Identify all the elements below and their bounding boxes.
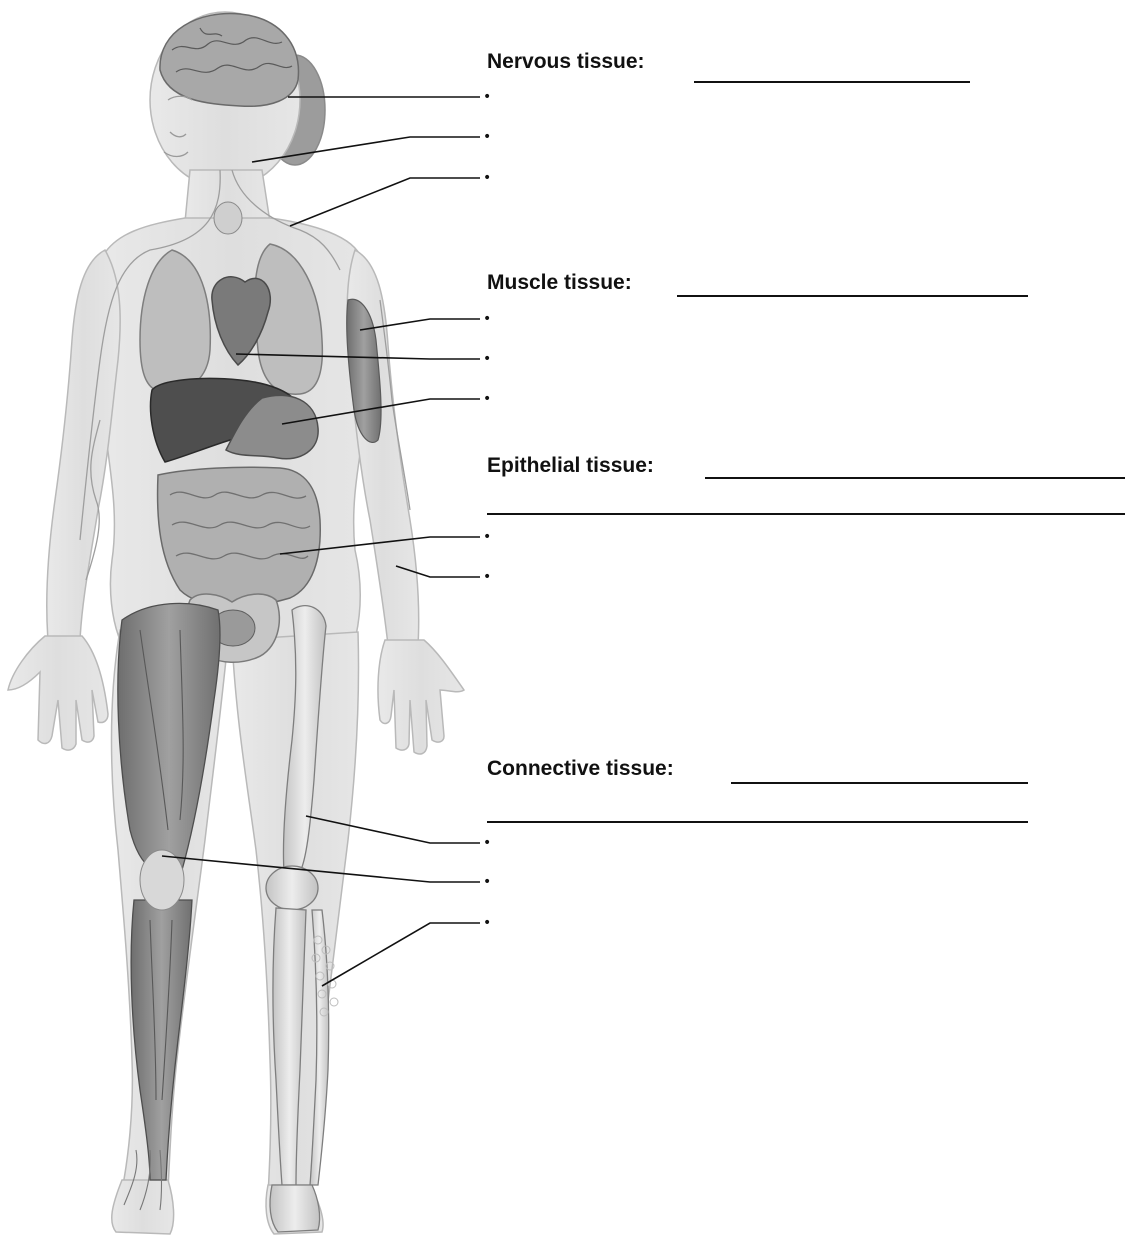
intestines — [158, 467, 321, 606]
nervous-bullet-2: • — [483, 130, 491, 144]
thyroid — [214, 202, 242, 234]
epithelial-tissue-answer-line-1[interactable] — [705, 477, 1125, 479]
muscle-bullet-3: • — [483, 392, 491, 406]
muscle-bullet-2: • — [483, 352, 491, 366]
connective-tissue-answer-line-1[interactable] — [731, 782, 1028, 784]
connective-bullet-1: • — [483, 836, 491, 850]
connective-tissue-heading: Connective tissue: — [487, 757, 674, 781]
connective-tissue-answer-line-2[interactable] — [487, 821, 1028, 823]
brain — [160, 13, 299, 106]
leader-line-nervous-3 — [290, 178, 480, 226]
nervous-tissue-answer-line[interactable] — [694, 81, 970, 83]
epithelial-bullet-1: • — [483, 530, 491, 544]
muscle-tissue-answer-line[interactable] — [677, 295, 1028, 297]
muscle-bullet-1: • — [483, 312, 491, 326]
connective-bullet-2: • — [483, 875, 491, 889]
nervous-bullet-1: • — [483, 90, 491, 104]
connective-bullet-3: • — [483, 916, 491, 930]
epithelial-tissue-heading: Epithelial tissue: — [487, 454, 654, 478]
muscle-tissue-heading: Muscle tissue: — [487, 271, 632, 295]
epithelial-bullet-2: • — [483, 570, 491, 584]
nervous-tissue-heading: Nervous tissue: — [487, 50, 645, 74]
epithelial-tissue-answer-line-2[interactable] — [487, 513, 1125, 515]
nervous-bullet-3: • — [483, 171, 491, 185]
leader-line-connective-3 — [322, 923, 480, 986]
